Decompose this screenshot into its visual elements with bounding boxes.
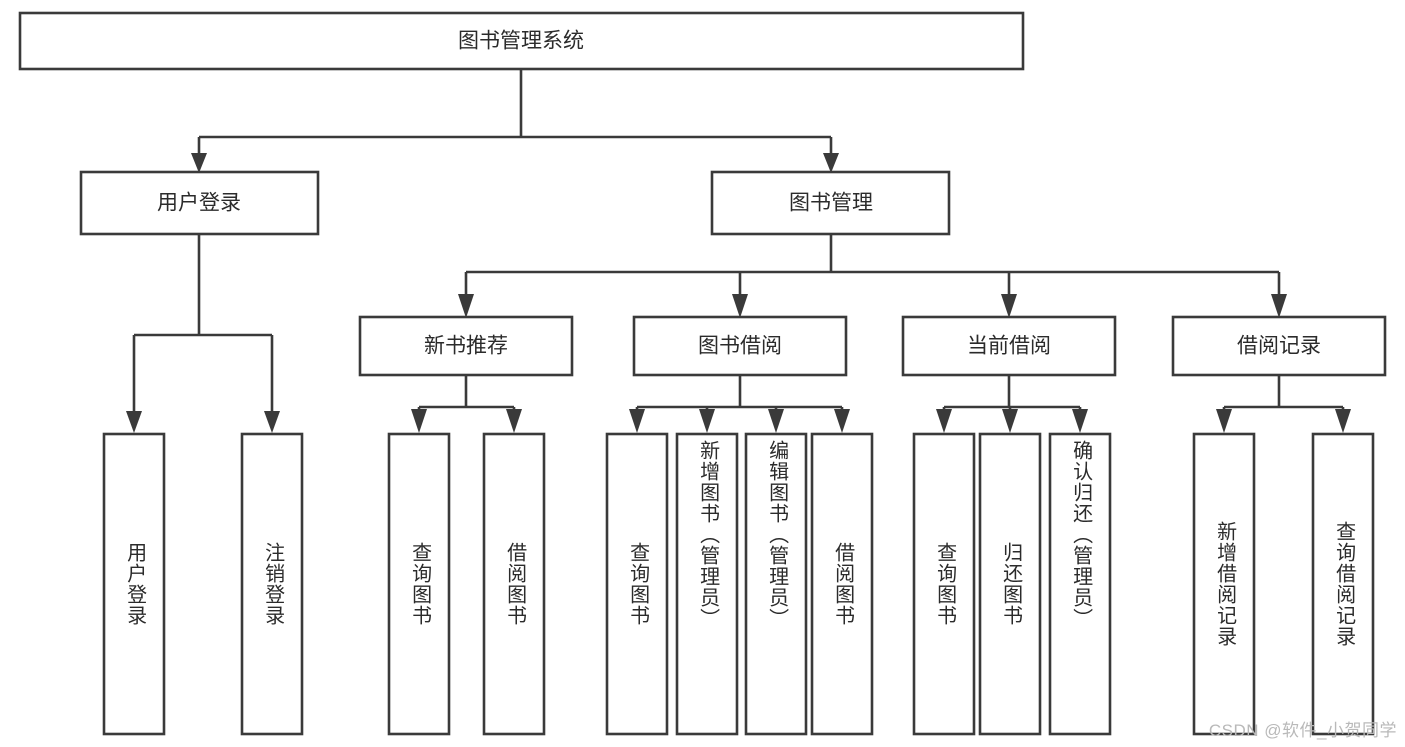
- node-current-borrowing-label: 当前借阅: [967, 335, 1051, 358]
- arrowhead-book-borrowing: [732, 294, 748, 318]
- node-book-borrowing[interactable]: 图书借阅: [632, 315, 848, 377]
- leaf-borrow-books-recommend-box[interactable]: [482, 432, 546, 736]
- leaf-borrow-books-box[interactable]: [810, 432, 874, 736]
- leaf-query-books-borrow-box[interactable]: [605, 432, 669, 736]
- leaf-logout-box[interactable]: [240, 432, 304, 736]
- leaf-add-book-admin-box[interactable]: [675, 432, 739, 736]
- arrowhead-current-borrowing: [1001, 294, 1017, 318]
- root-node-book-management-system[interactable]: 图书管理系统: [18, 11, 1025, 71]
- watermark-text: CSDN @软件_小贺同学: [1208, 721, 1397, 740]
- root-node-label: 图书管理系统: [458, 30, 584, 53]
- arrowhead-return-books: [1002, 409, 1018, 433]
- node-book-management-box[interactable]: [710, 170, 951, 236]
- leaf-query-books-current-box[interactable]: [912, 432, 976, 736]
- arrowhead-borrowing-records: [1271, 294, 1287, 318]
- connector-book-management-to-level3: [458, 234, 1287, 318]
- leaf-confirm-return-admin-box[interactable]: [1048, 432, 1112, 736]
- node-current-borrowing-box[interactable]: [901, 315, 1117, 377]
- node-book-management-label: 图书管理: [789, 192, 873, 215]
- node-user-login-box[interactable]: [79, 170, 320, 236]
- arrowhead-add-book-admin: [699, 409, 715, 433]
- connector-user-login-to-leaves: [126, 234, 280, 433]
- connector-new-book-to-leaves: [411, 375, 522, 433]
- node-new-book-recommendation-label: 新书推荐: [424, 335, 508, 358]
- arrowhead-query-books-borrow: [629, 409, 645, 433]
- connector-root-to-level2: [191, 69, 839, 173]
- node-borrowing-records-label: 借阅记录: [1237, 335, 1321, 358]
- leaf-add-borrow-record-box[interactable]: [1192, 432, 1256, 736]
- node-current-borrowing[interactable]: 当前借阅: [901, 315, 1117, 377]
- node-borrowing-records-box[interactable]: [1171, 315, 1387, 377]
- arrowhead-new-book-recommendation: [458, 294, 474, 318]
- arrowhead-book-management: [823, 153, 839, 173]
- arrowhead-leaf-logout: [264, 411, 280, 433]
- leaf-return-books-box[interactable]: [978, 432, 1042, 736]
- arrowhead-confirm-return-admin: [1072, 409, 1088, 433]
- node-user-login[interactable]: 用户登录: [79, 170, 320, 236]
- root-node-box[interactable]: [18, 11, 1025, 71]
- arrowhead-borrow-books-recommend: [506, 409, 522, 433]
- leaf-user-login-box[interactable]: [102, 432, 166, 736]
- leaf-query-books-recommend-box[interactable]: [387, 432, 451, 736]
- node-borrowing-records[interactable]: 借阅记录: [1171, 315, 1387, 377]
- node-book-borrowing-label: 图书借阅: [698, 335, 782, 358]
- arrowhead-borrow-books: [834, 409, 850, 433]
- arrowhead-edit-book-admin: [768, 409, 784, 433]
- node-book-management[interactable]: 图书管理: [710, 170, 951, 236]
- connector-current-borrowing-to-leaves: [936, 375, 1088, 433]
- leaf-query-borrow-record-box[interactable]: [1311, 432, 1375, 736]
- arrowhead-query-borrow-record: [1335, 409, 1351, 433]
- arrowhead-query-books-current: [936, 409, 952, 433]
- arrowhead-add-borrow-record: [1216, 409, 1232, 433]
- arrowhead-leaf-user-login: [126, 411, 142, 433]
- arrowhead-query-books-recommend: [411, 409, 427, 433]
- node-new-book-recommendation[interactable]: 新书推荐: [358, 315, 574, 377]
- connector-book-borrowing-to-leaves: [629, 375, 850, 433]
- node-new-book-recommendation-box[interactable]: [358, 315, 574, 377]
- node-book-borrowing-box[interactable]: [632, 315, 848, 377]
- connector-borrowing-records-to-leaves: [1216, 375, 1351, 433]
- leaf-edit-book-admin-box[interactable]: [744, 432, 808, 736]
- arrowhead-user-login: [191, 153, 207, 173]
- node-user-login-label: 用户登录: [157, 192, 241, 215]
